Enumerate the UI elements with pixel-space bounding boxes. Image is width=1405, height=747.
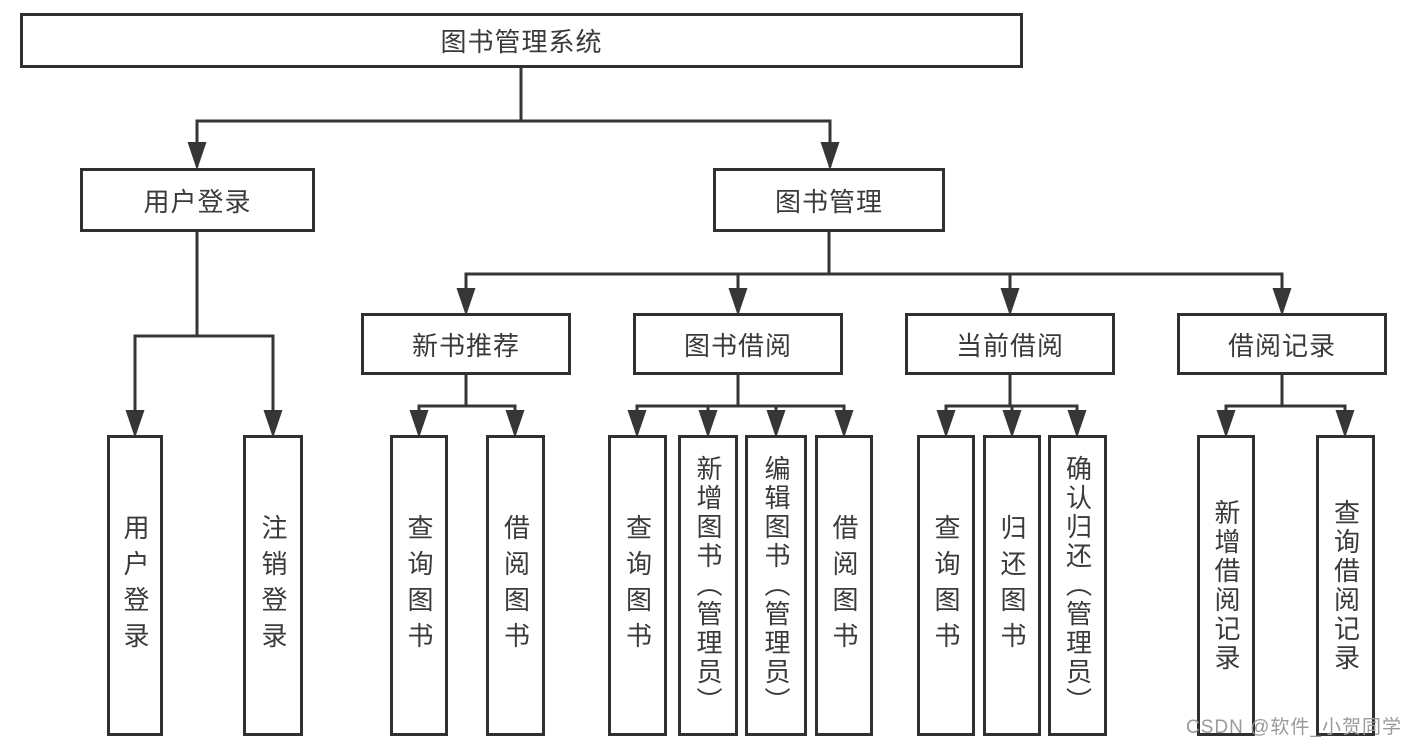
node-new-book-recommend: 新书推荐 (361, 313, 571, 375)
node-user-login-label: 用户登录 (143, 186, 252, 217)
leaf-records-add-label: 新增借阅记录 (1211, 498, 1241, 673)
leaf-current-return: 归还图书 (983, 435, 1041, 736)
leaf-borrow-query-label: 查询图书 (622, 513, 653, 658)
node-book-borrow: 图书借阅 (633, 313, 843, 375)
leaf-records-add: 新增借阅记录 (1197, 435, 1255, 736)
connector-book-management (464, 232, 1284, 311)
node-borrow-records: 借阅记录 (1177, 313, 1387, 375)
leaf-logout: 注销登录 (243, 435, 303, 736)
node-user-login: 用户登录 (80, 168, 315, 232)
connector-root-rail (195, 119, 832, 167)
connector-records (1224, 375, 1347, 434)
connector-new-book (417, 375, 517, 434)
leaf-newbook-borrow: 借阅图书 (486, 435, 545, 736)
leaf-newbook-query: 查询图书 (390, 435, 448, 736)
leaf-borrow-query: 查询图书 (608, 435, 667, 736)
node-current-borrow-label: 当前借阅 (955, 330, 1064, 361)
leaf-user-login-label: 用户登录 (120, 513, 150, 658)
leaf-current-confirm-admin-label: 确认归还（管理员） (1062, 455, 1093, 716)
leaf-current-query-label: 查询图书 (931, 513, 961, 658)
leaf-records-query: 查询借阅记录 (1316, 435, 1375, 736)
node-borrow-records-label: 借阅记录 (1227, 330, 1336, 361)
node-book-management-label: 图书管理 (774, 186, 883, 217)
node-book-borrow-label: 图书借阅 (683, 330, 792, 361)
node-book-management: 图书管理 (713, 168, 945, 232)
csdn-watermark: CSDN @软件_小贺同学 (1186, 717, 1402, 738)
node-root-label: 图书管理系统 (440, 27, 603, 57)
node-new-book-recommend-label: 新书推荐 (411, 330, 520, 361)
leaf-borrow-add-admin-label: 新增图书（管理员） (693, 455, 723, 716)
leaf-records-query-label: 查询借阅记录 (1330, 498, 1361, 673)
leaf-borrow-add-admin: 新增图书（管理员） (678, 435, 738, 736)
node-current-borrow: 当前借阅 (905, 313, 1115, 375)
connector-user-login (133, 232, 275, 434)
leaf-current-query: 查询图书 (917, 435, 975, 736)
leaf-borrow-edit-admin-label: 编辑图书（管理员） (761, 455, 791, 716)
leaf-current-confirm-admin: 确认归还（管理员） (1048, 435, 1107, 736)
leaf-borrow-borrow: 借阅图书 (815, 435, 873, 736)
connector-book-borrow (635, 375, 846, 434)
leaf-borrow-borrow-label: 借阅图书 (829, 513, 859, 658)
leaf-logout-label: 注销登录 (258, 513, 288, 658)
leaf-borrow-edit-admin: 编辑图书（管理员） (745, 435, 807, 736)
leaf-user-login: 用户登录 (107, 435, 163, 736)
leaf-newbook-borrow-label: 借阅图书 (500, 513, 531, 658)
node-root-system: 图书管理系统 (20, 13, 1023, 68)
leaf-newbook-query-label: 查询图书 (404, 513, 434, 658)
leaf-current-return-label: 归还图书 (997, 513, 1027, 658)
